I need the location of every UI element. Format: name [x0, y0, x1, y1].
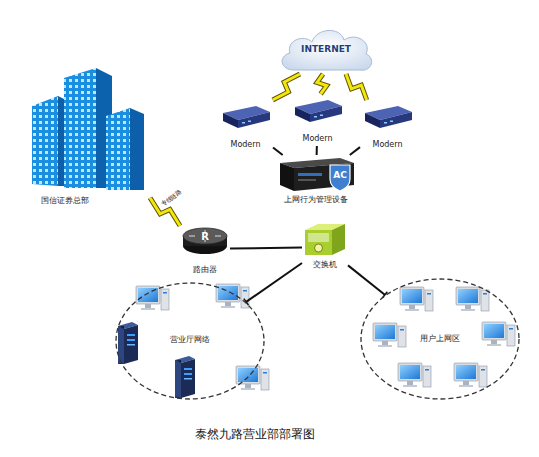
network-link: [244, 263, 302, 305]
modem-node: Modern: [360, 100, 415, 152]
node-label: 交换机: [302, 260, 348, 270]
wireless-link: [346, 74, 367, 100]
node-label: 国信证券总部: [20, 196, 110, 206]
building-node: 国信证券总部: [20, 66, 150, 208]
network-link: [350, 147, 360, 155]
building-shape: [20, 66, 150, 208]
diagram-caption: 泰然九路营业部部署图: [140, 427, 370, 442]
wireless-link: [273, 74, 300, 100]
node-label: Modern: [218, 140, 273, 150]
node-label: 用户上网区: [360, 334, 520, 344]
device-mark: AC: [330, 170, 350, 181]
link-label: 专线链路: [159, 187, 183, 206]
modem-node: Modern: [290, 94, 345, 146]
network-link: [348, 265, 387, 298]
node-label: Modern: [290, 134, 345, 144]
node-label: 路由器: [180, 265, 230, 275]
network-link: [230, 247, 302, 248]
network-zone: 营业厅网络: [115, 282, 265, 400]
wireless-link: [317, 74, 327, 94]
cloud-node: INTERNET: [276, 24, 376, 74]
network-zone: 用户上网区: [360, 278, 520, 400]
network-link: [316, 146, 317, 155]
device-mark: R: [180, 231, 230, 243]
sw-node: 交换机: [302, 222, 348, 272]
network-link: [273, 147, 283, 155]
node-label: 营业厅网络: [115, 335, 265, 345]
modem-node: Modern: [218, 100, 273, 152]
node-label: Modern: [360, 140, 415, 150]
router-node: R 路由器: [180, 222, 230, 276]
node-label: 上网行为管理设备: [266, 195, 366, 205]
ac-node: AC 上网行为管理设备: [266, 155, 366, 207]
node-label: INTERNET: [276, 44, 376, 55]
